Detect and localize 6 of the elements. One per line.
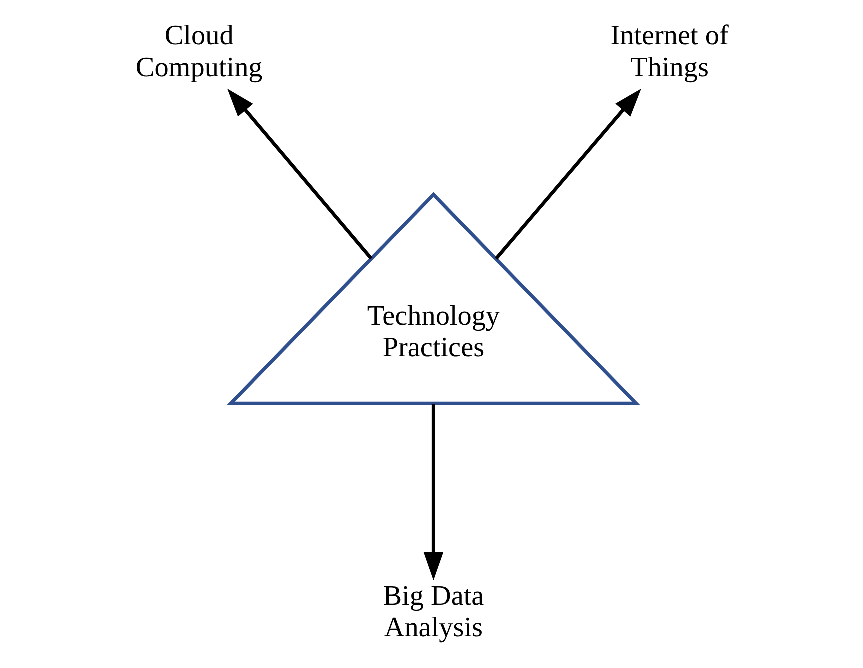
node-text: Internet of Things bbox=[610, 20, 729, 84]
arrow bbox=[228, 88, 373, 260]
node-text: Cloud Computing bbox=[136, 20, 263, 84]
arrow bbox=[495, 88, 642, 260]
node-text: Big Data Analysis bbox=[383, 581, 484, 644]
arrow bbox=[424, 404, 444, 581]
